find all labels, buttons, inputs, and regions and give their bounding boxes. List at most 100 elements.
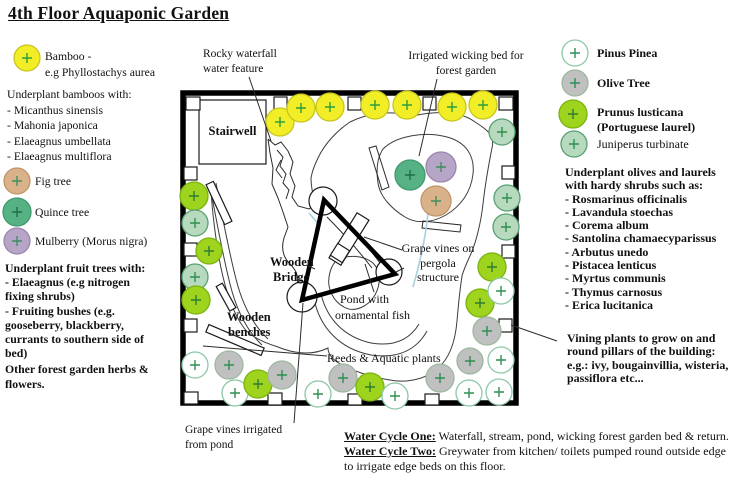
legend-juniperus-label: Juniperus turbinate [597,137,689,151]
plus-icon [12,207,22,217]
leader-reeds [202,345,328,357]
tree-marker-prunus [558,99,588,129]
plus-icon [464,388,474,398]
legend-underplant-bamboos: Underplant bamboos with: - Micanthus sin… [7,88,132,164]
plus-icon [570,48,580,58]
tree-marker-juniperus [492,213,520,241]
tree-marker-mulberry [425,151,457,183]
plus-icon [497,127,507,137]
water-cycle-one-label: Water Cycle One: [344,429,436,443]
plus-icon [296,103,306,113]
plus-icon [365,382,375,392]
tree-marker-olive [472,316,502,346]
pond-label-1: Pond with [340,292,389,306]
bridge-pad-right [375,258,403,286]
plus-icon [224,360,234,370]
bench-bed-edge-outer [209,185,263,346]
wicking-bed-note: Irrigated wicking bed for forest garden [408,50,524,77]
plus-icon [478,100,488,110]
leader-pond [364,263,375,293]
tree-marker-prunus [181,285,211,315]
leader-grape-irrigated [293,302,304,424]
leader-vining-plants [510,324,558,342]
plus-icon [12,236,22,246]
leader-wicking-bed [418,78,438,157]
pond-label-2: ornamental fish [335,308,410,322]
benches-label-2: benches [228,325,271,339]
stairwell-label: Stairwell [209,124,257,138]
tree-marker-juniperus [181,209,209,237]
plus-icon [253,379,263,389]
plus-icon [189,191,199,201]
plus-icon [190,360,200,370]
plus-icon [204,246,214,256]
tree-marker-bamboo [315,92,345,122]
tree-marker-quince [394,159,426,191]
tree-marker-prunus [465,288,495,318]
bridge-label-2: Bridge [273,270,310,284]
tree-marker-pinus [455,379,483,407]
pond-outline [328,255,380,310]
tree-marker-bamboo [392,90,422,120]
tree-marker-juniperus [560,130,588,158]
plus-icon [12,176,22,186]
plus-icon [370,100,380,110]
rocky-waterfall-note: Rocky waterfall water feature [203,48,277,75]
stairwell-box [198,99,267,165]
leader-rocky-waterfall [248,76,272,142]
tree-marker-bamboo [468,90,498,120]
plus-icon [22,53,32,63]
legend-vining-plants: Vining plants to grow on and round pilla… [567,331,729,386]
water-cycle-one: Water Cycle One: Waterfall, stream, pond… [344,429,729,443]
tree-marker-bamboo [360,90,390,120]
plus-icon [496,355,506,365]
tree-marker-pinus [485,378,513,406]
water-cycle-two: Water Cycle Two: Greywater from kitchen/… [344,444,726,458]
tree-marker-pinus [181,351,209,379]
tree-marker-prunus [355,372,385,402]
tree-marker-pinus [487,277,515,305]
legend-bamboo-label: Bamboo - e.g Phyllostachys aurea [45,50,156,79]
reeds-band-inner [320,293,420,345]
leader-pergola-2 [395,267,405,273]
plus-icon [191,295,201,305]
wooden-bridge-triangle [298,195,400,304]
plus-icon [338,373,348,383]
water-cycle-two-label: Water Cycle Two: [344,444,436,458]
legend-underplant-fruit: Underplant fruit trees with: - Elaeagnus… [5,261,149,391]
plus-icon [447,102,457,112]
tree-marker-bamboo [437,92,467,122]
wicking-bed-edge-strip-bottom [421,220,462,233]
tree-marker-prunus [179,181,209,211]
plus-icon [494,387,504,397]
plus-icon [496,286,506,296]
tree-marker-olive [425,363,455,393]
plus-icon [502,193,512,203]
leader-bridge [305,264,316,270]
tree-marker-olive [456,347,484,375]
wicking-bed-edge-strip-left [368,145,390,191]
wicking-bed-outline [376,134,474,223]
legend-underplant-olives: Underplant olives and laurels with hardy… [565,165,717,312]
grape-irrigated-note: Grape vines irrigated from pond [185,424,283,451]
plus-icon [390,391,400,401]
tree-marker-pinus [561,39,589,67]
plus-icon [190,272,200,282]
plus-icon [482,326,492,336]
tree-marker-olive [214,350,244,380]
legend-fig-label: Fig tree [35,175,72,188]
pergola-label-1: Grape vines on [402,241,475,255]
pergola-label-3: structure [417,270,459,284]
plus-icon [275,117,285,127]
plus-icon [475,298,485,308]
plus-icon [313,389,323,399]
tree-marker-bamboo [265,107,295,137]
tree-marker-olive [328,363,358,393]
reeds-label: Reeds & Aquatic plants [327,351,441,365]
tree-marker-quince [2,197,32,227]
plus-icon [405,170,415,180]
tree-marker-prunus [195,237,223,265]
plus-icon [190,218,200,228]
